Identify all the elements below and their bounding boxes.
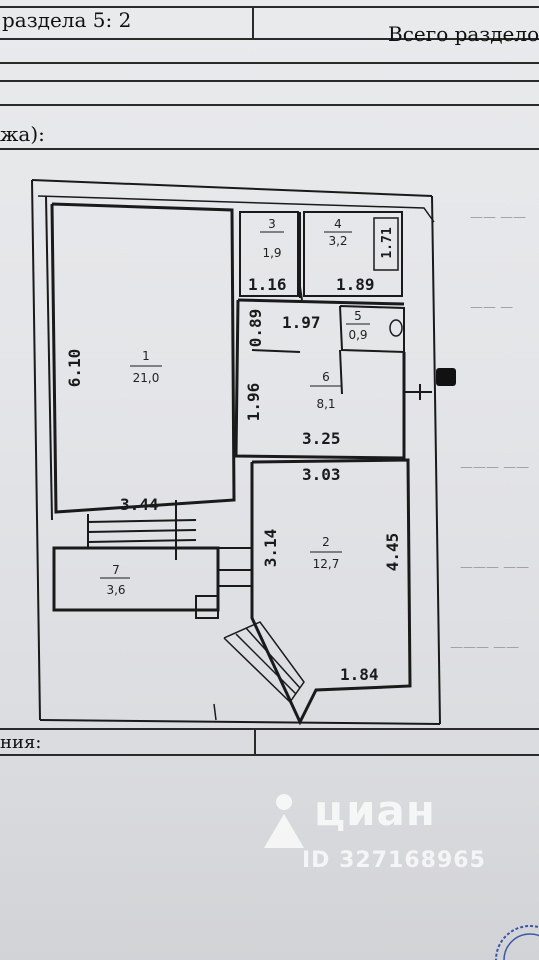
- dimension-4-45: 4.45: [383, 533, 402, 572]
- background-smudge: ——— ——: [460, 560, 530, 575]
- room-3-number: 3: [268, 217, 276, 231]
- dimension-6-10: 6.10: [65, 349, 84, 388]
- ink-mark: [436, 368, 456, 386]
- watermark-brand: циан: [314, 786, 436, 835]
- room-6-area: 8,1: [316, 397, 335, 411]
- dimension-3-25: 3.25: [302, 429, 341, 448]
- room-7-area: 3,6: [106, 583, 125, 597]
- room-4-number: 4: [334, 217, 342, 231]
- room-2-area: 12,7: [313, 557, 340, 571]
- table-line: [254, 728, 256, 756]
- background-smudge: ——— ——: [460, 460, 530, 475]
- table-line: [0, 754, 539, 756]
- dimension-1-71: 1.71: [380, 227, 395, 258]
- room-2-number: 2: [322, 535, 330, 549]
- table-line: [0, 38, 539, 40]
- room-6-number: 6: [322, 370, 330, 384]
- watermark-id: ID 327168965: [302, 848, 486, 873]
- room-5-number: 5: [354, 309, 362, 323]
- table-line: [0, 728, 539, 730]
- room-3-area: 1,9: [262, 246, 281, 260]
- dimension-1-89: 1.89: [336, 275, 375, 294]
- table-line: [0, 6, 539, 8]
- background-smudge: —— —: [470, 300, 514, 315]
- header-right-text: Всего разделов: [388, 22, 539, 46]
- stamp-corner-icon: [495, 925, 539, 960]
- room-7-number: 7: [112, 563, 120, 577]
- watermark: циан ID 327168965: [262, 782, 522, 892]
- dimension-3-44: 3.44: [120, 495, 159, 514]
- room-4-area: 3,2: [328, 234, 347, 248]
- dimension-3-14: 3.14: [261, 529, 280, 568]
- table-line: [252, 6, 254, 40]
- dimension-1-84: 1.84: [340, 665, 379, 684]
- background-smudge: ——— ——: [450, 640, 520, 655]
- table-line: [0, 80, 539, 82]
- header-left-text: раздела 5: 2: [2, 8, 132, 32]
- dimension-1-97: 1.97: [282, 313, 321, 332]
- room-1-number: 1: [142, 349, 150, 363]
- room-5-area: 0,9: [348, 328, 367, 342]
- cian-logo-icon: [264, 794, 304, 848]
- table-line: [0, 62, 539, 64]
- room-1-area: 21,0: [133, 371, 160, 385]
- footer-label: ния:: [0, 732, 42, 753]
- dimension-1-16: 1.16: [248, 275, 287, 294]
- dimension-0-89: 0.89: [246, 309, 265, 348]
- background-smudge: —— ——: [470, 210, 527, 225]
- dimension-3-03: 3.03: [302, 465, 341, 484]
- table-line: [0, 148, 539, 150]
- table-line: [0, 104, 539, 106]
- section-label: жа):: [0, 122, 45, 146]
- dimension-1-96: 1.96: [244, 383, 263, 422]
